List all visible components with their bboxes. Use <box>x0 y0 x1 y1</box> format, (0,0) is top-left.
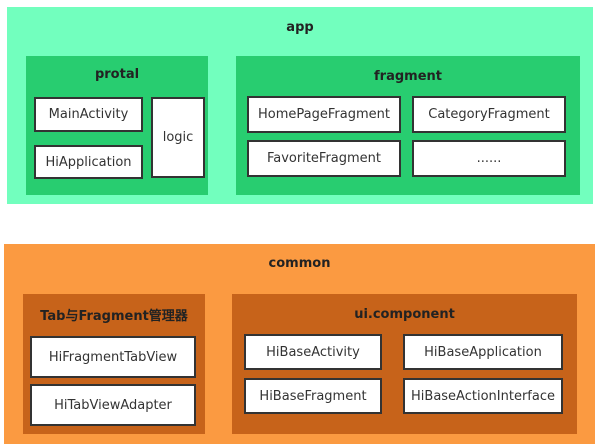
hi-base-action-interface-box: HiBaseActionInterface <box>403 378 563 414</box>
app-layer-title: app <box>286 20 314 35</box>
protal-title: protal <box>94 67 140 82</box>
ui-component-title: ui.component <box>354 307 455 322</box>
more-fragments-box: ...... <box>412 140 566 177</box>
tab-manager-title: Tab与Fragment管理器 <box>40 309 188 324</box>
favorite-fragment-box: FavoriteFragment <box>247 140 401 177</box>
hi-base-fragment-box: HiBaseFragment <box>244 378 382 414</box>
hi-base-activity-box: HiBaseActivity <box>244 334 382 370</box>
fragment-title: fragment <box>374 69 442 84</box>
hi-tab-view-adapter-box: HiTabViewAdapter <box>30 384 196 426</box>
hi-application-box: HiApplication <box>34 145 143 179</box>
common-layer-title: common <box>268 256 331 271</box>
hi-fragment-tab-view-box: HiFragmentTabView <box>30 336 196 378</box>
category-fragment-box: CategoryFragment <box>412 96 566 133</box>
main-activity-box: MainActivity <box>34 97 143 132</box>
home-page-fragment-box: HomePageFragment <box>247 96 401 133</box>
logic-box: logic <box>151 97 205 178</box>
hi-base-application-box: HiBaseApplication <box>403 334 563 370</box>
